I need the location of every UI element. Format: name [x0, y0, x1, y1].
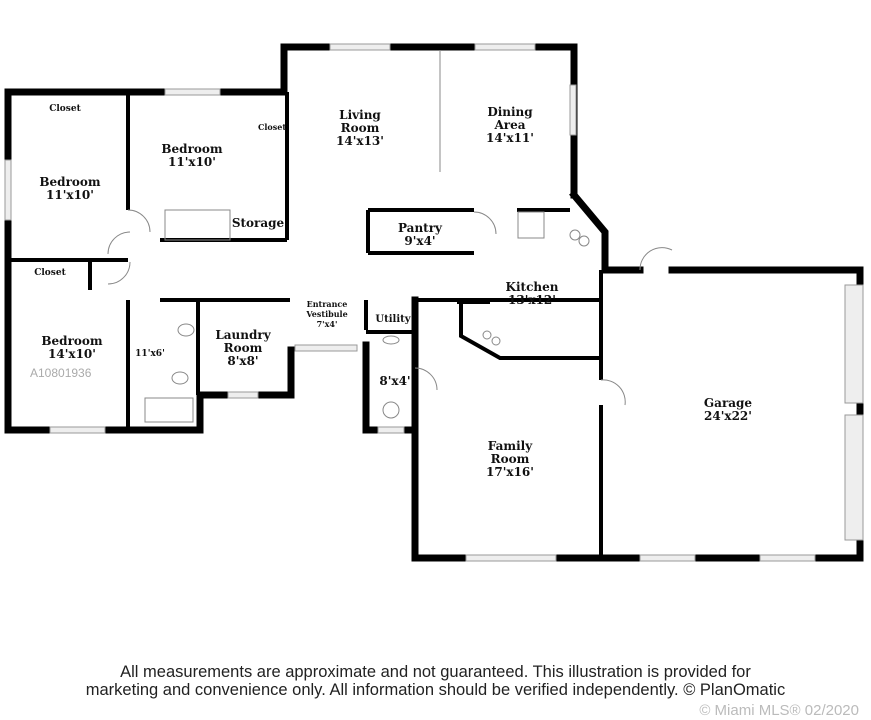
fixtures	[107, 50, 673, 423]
disclaimer: All measurements are approximate and not…	[0, 663, 871, 699]
wall-kitchen-corner	[569, 190, 644, 274]
room-closet-3: Closet	[34, 268, 66, 278]
room-storage: Storage	[231, 216, 285, 230]
disclaimer-line-2: marketing and convenience only. All info…	[85, 681, 786, 699]
windows	[4, 43, 864, 562]
disclaimer-line-1: All measurements are approximate and not…	[120, 663, 751, 681]
copyright: © Miami MLS® 02/2020	[699, 702, 859, 719]
room-closet-1: Closet	[49, 104, 81, 114]
room-bathroom-1: 11'x6'	[135, 349, 165, 359]
room-utility: Utility	[375, 314, 411, 325]
interior-walls	[8, 92, 603, 555]
mls-watermark: A10801936	[30, 366, 92, 380]
room-bathroom-2: 8'x4'	[379, 374, 411, 388]
wall-garage-family	[411, 266, 864, 562]
walls	[4, 43, 864, 562]
room-closet-2: Closet	[257, 122, 287, 132]
